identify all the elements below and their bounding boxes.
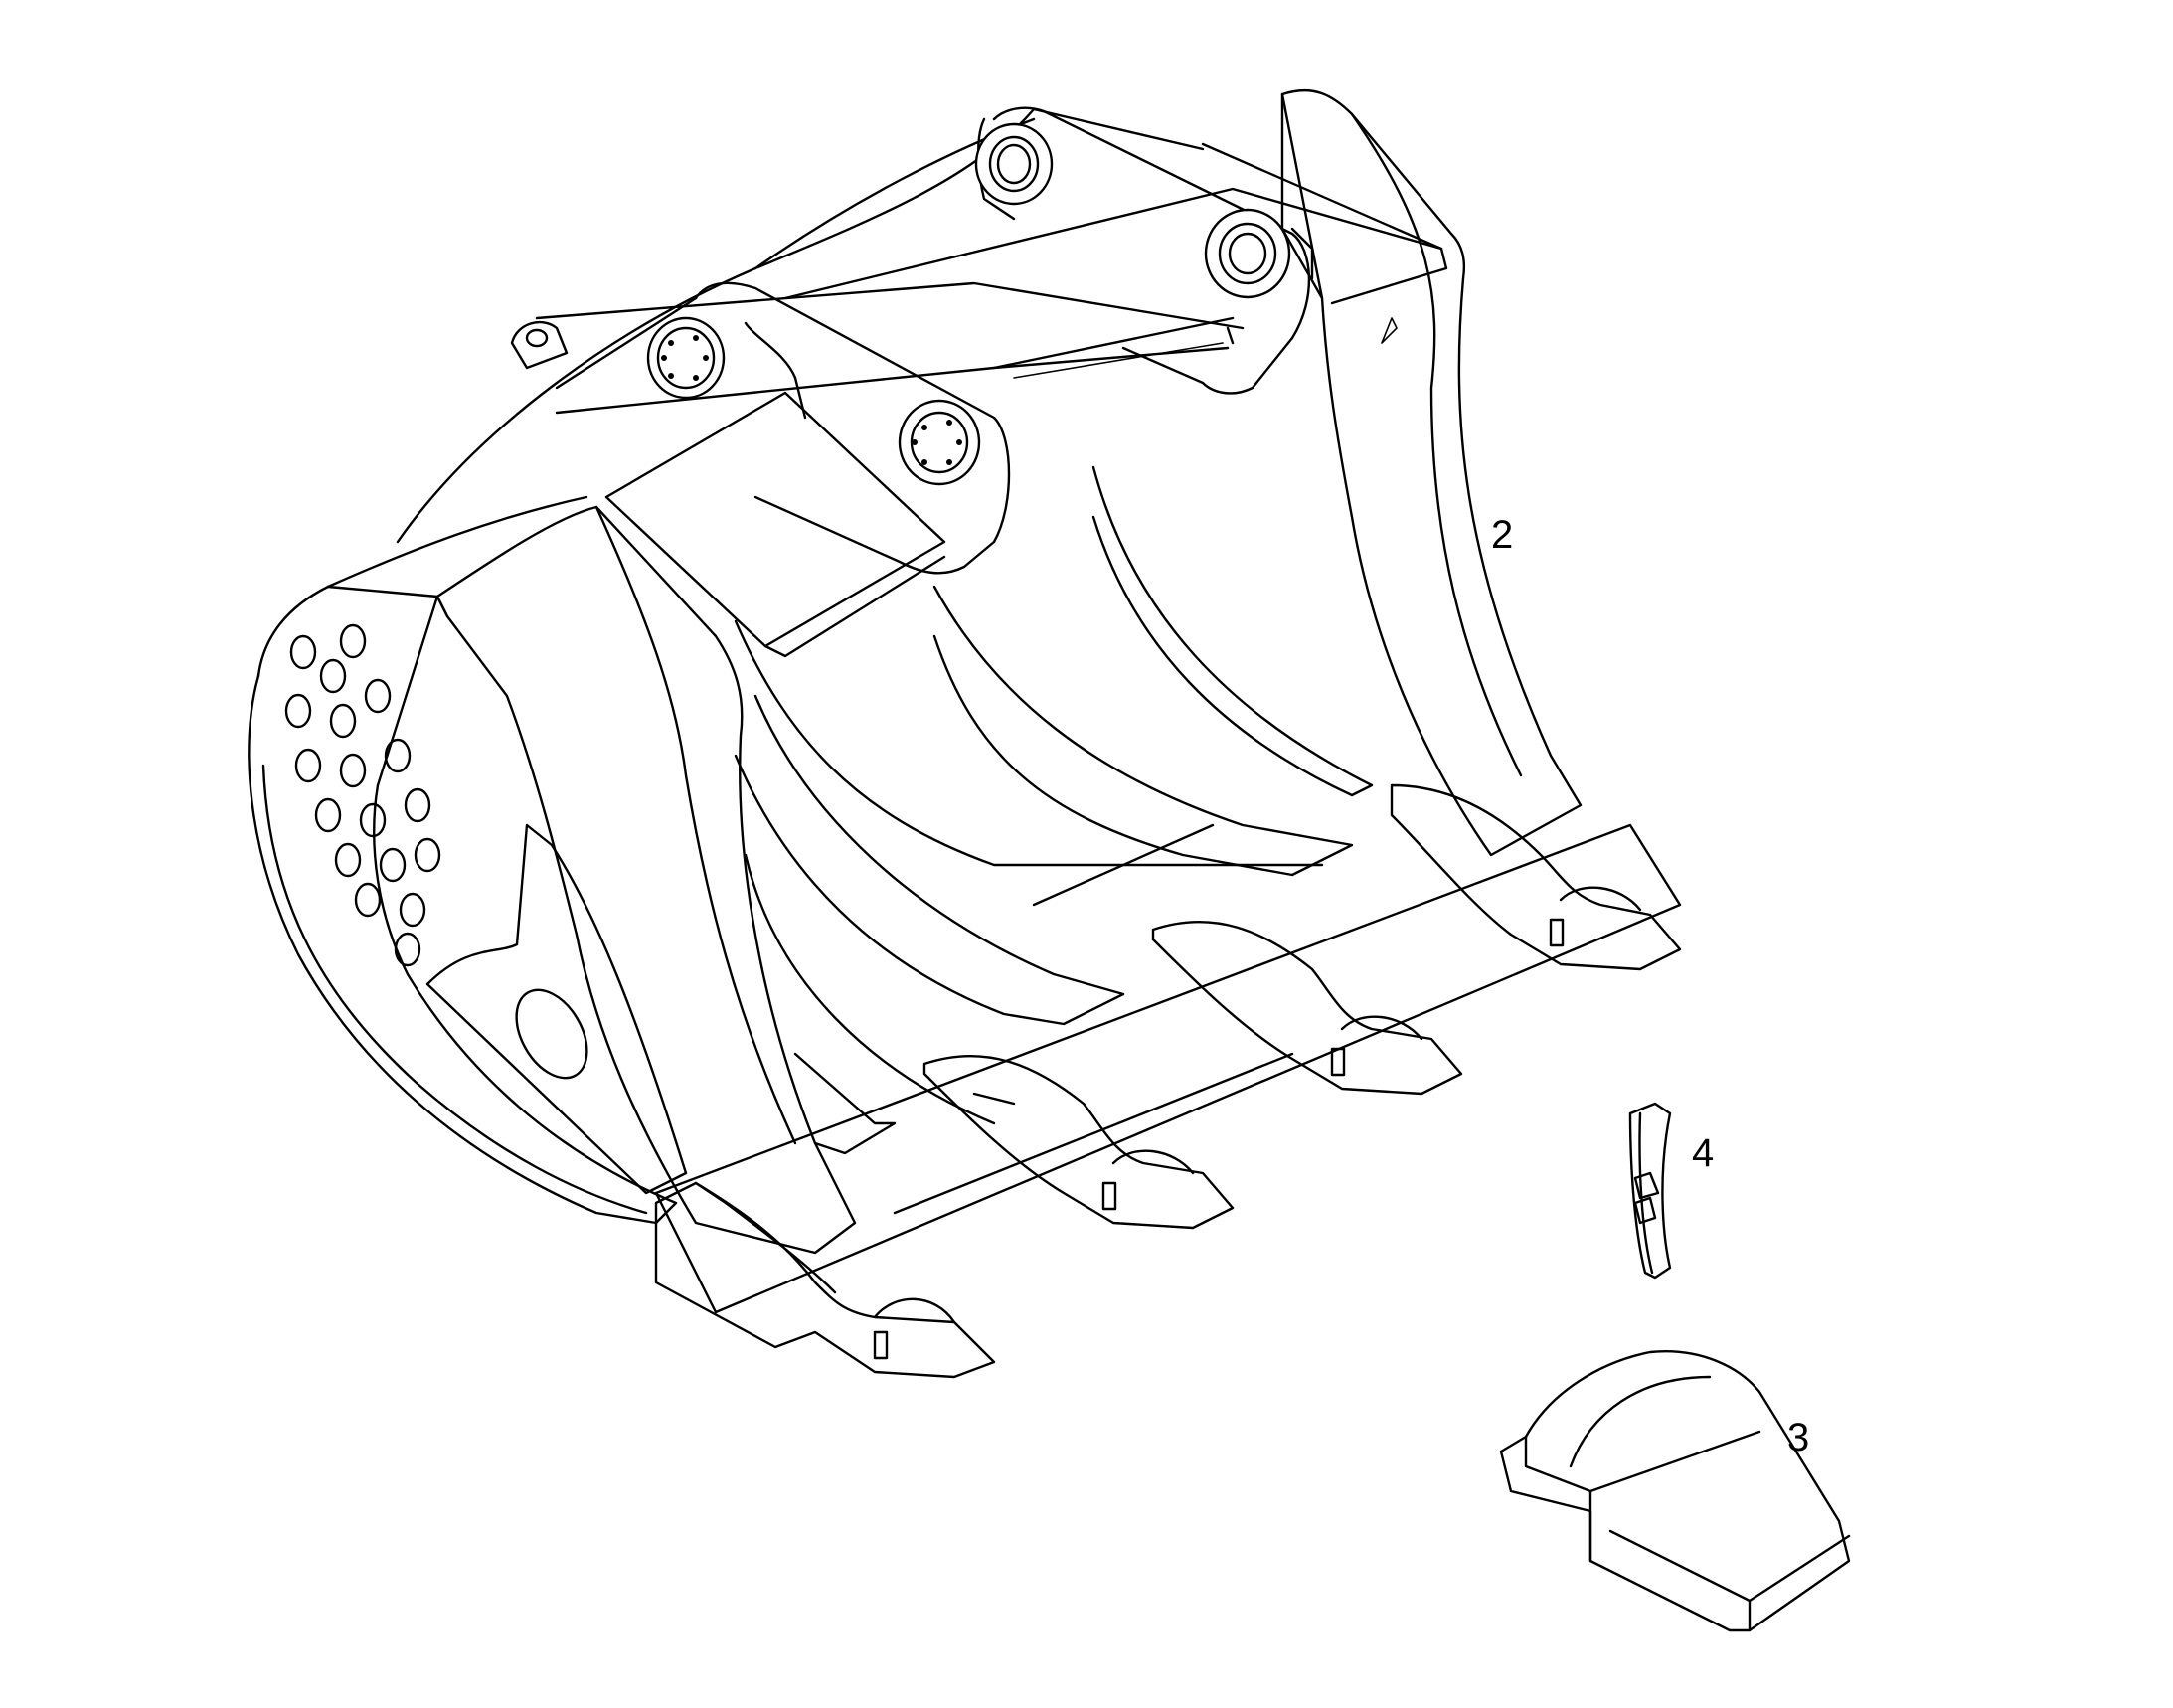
front-mount-bracket xyxy=(510,281,1011,575)
rear-mount-bracket xyxy=(974,106,1314,395)
bucket-back-shell xyxy=(396,107,1448,544)
wear-strips xyxy=(734,465,1374,1155)
cutting-edge xyxy=(654,823,1682,1314)
left-side-shell xyxy=(248,495,678,1225)
callout-part-2: 2 xyxy=(1491,513,1514,557)
tooth-adapters xyxy=(654,783,1682,1379)
part-3-tooth-tip xyxy=(1499,1350,1851,1632)
front-crossbeam xyxy=(535,281,1245,415)
right-side-plate xyxy=(1280,88,1583,857)
shell-holes xyxy=(284,623,441,967)
callout-part-3: 3 xyxy=(1787,1416,1810,1459)
inner-divider-plate xyxy=(604,391,1324,867)
left-front-side-plate xyxy=(425,505,857,1255)
callout-part-4: 4 xyxy=(1692,1131,1715,1175)
part-4-retainer-pin xyxy=(1628,1102,1672,1280)
